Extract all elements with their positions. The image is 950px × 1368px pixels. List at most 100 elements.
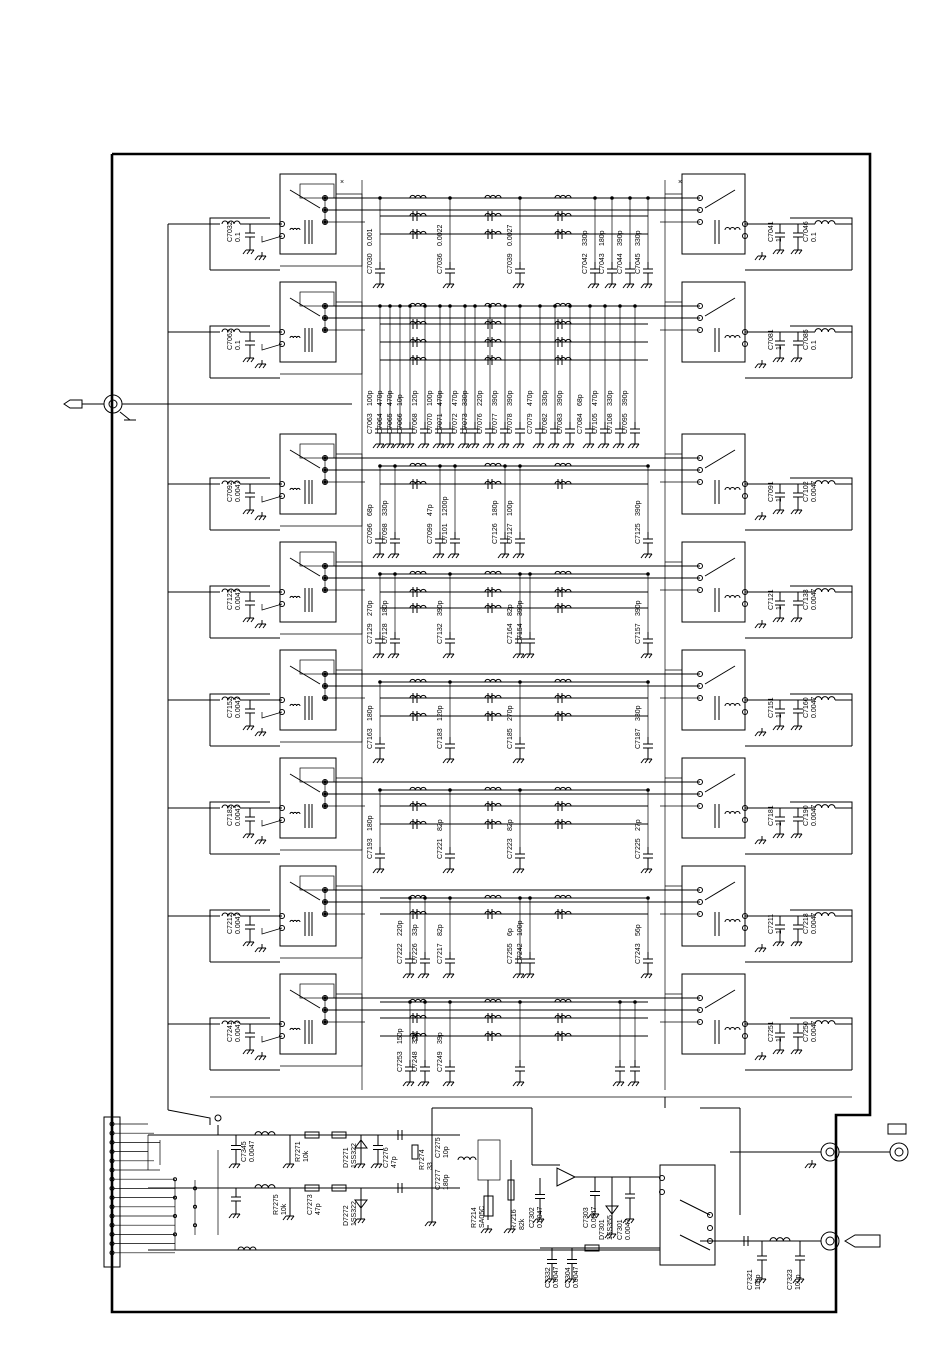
inductor-icon xyxy=(814,696,836,701)
stage-right-cap-value: 1 xyxy=(776,1038,783,1042)
right-relay-box xyxy=(681,433,746,515)
filter-section xyxy=(380,894,653,979)
svg-text:×: × xyxy=(678,179,682,186)
bottom-part-ref: C7302 xyxy=(529,1207,536,1228)
relay-stage xyxy=(168,541,853,639)
bottom-part-value: 0.0047 xyxy=(553,1266,560,1288)
filter-section xyxy=(372,570,653,659)
filter-section xyxy=(372,302,648,449)
filter-cap-value: 100p xyxy=(507,500,514,516)
inductor-icon xyxy=(484,894,502,899)
stage-left-cap-ref: C7182 xyxy=(227,805,234,826)
stage-left-cap-ref: C7062 xyxy=(227,329,234,350)
inductor-icon xyxy=(814,588,836,593)
filter-cap-ref: C7096 xyxy=(367,523,374,544)
stage-right-cap-value: 1 xyxy=(776,238,783,242)
filter-cap-value: 470p xyxy=(592,390,599,406)
stage-right-cap2-value: 0.1 xyxy=(811,232,818,242)
outer-frame xyxy=(110,152,872,1314)
transformer-icon xyxy=(457,1156,477,1161)
inductor-icon xyxy=(484,570,502,575)
filter-cap-ref: C7098 xyxy=(382,523,389,544)
stage-left-cap-value: 0.1 xyxy=(235,340,242,350)
bottom-part-ref: C7323 xyxy=(787,1269,794,1290)
filter-cap-ref: C7083 xyxy=(557,413,564,434)
inductor-icon xyxy=(409,302,427,307)
filter-cap-ref: C7193 xyxy=(367,838,374,859)
bottom-part-value: 10k xyxy=(281,1203,288,1215)
relay-stage xyxy=(168,281,853,379)
inductor-icon xyxy=(814,804,836,809)
relay-coil-icon xyxy=(289,703,301,707)
left-relay-box xyxy=(279,433,337,515)
bottom-part-value: 1SS322 xyxy=(351,1201,358,1226)
filter-cap-ref: C7066 xyxy=(397,413,404,434)
filter-cap-ref: C7030 xyxy=(367,253,374,274)
left-antenna-connector xyxy=(63,394,352,421)
filter-cap-value: 390p xyxy=(492,390,499,406)
filter-cap-ref: C7183 xyxy=(437,728,444,749)
stage-right-cap2-ref: C7085 xyxy=(803,329,810,350)
relay-coil-icon xyxy=(289,811,301,815)
stage-right-cap2-ref: C7102 xyxy=(803,481,810,502)
left-relay-box xyxy=(279,973,337,1055)
stage-left-cap-value: 0.0047 xyxy=(235,696,242,718)
filter-cap-value: 0.0022 xyxy=(437,224,444,246)
inductor-icon xyxy=(221,804,241,809)
bottom-part-ref: R7216 xyxy=(511,1209,518,1230)
filter-cap-value: 56p xyxy=(635,924,642,936)
bottom-part-value: 100p xyxy=(795,1274,802,1290)
bottom-part-ref: C7303 xyxy=(583,1207,590,1228)
filter-cap-value: 270p xyxy=(507,705,514,721)
filter-cap-value: 390p xyxy=(437,600,444,616)
filter-cap-value: 330p xyxy=(607,390,614,406)
filter-section xyxy=(372,678,653,764)
resistor-icon xyxy=(584,1244,600,1252)
inductor-icon xyxy=(484,786,502,791)
filter-cap-ref: C7105 xyxy=(592,413,599,434)
filter-cap-ref: C7129 xyxy=(367,623,374,644)
bottom-part-value: 33 xyxy=(427,1162,434,1170)
filter-cap-ref: C7249 xyxy=(437,1051,444,1072)
inductor-icon xyxy=(409,462,427,467)
inductor-icon xyxy=(484,194,502,199)
inductor-icon xyxy=(221,1020,241,1025)
filter-cap-ref: C7063 xyxy=(367,413,374,434)
inductor-icon xyxy=(221,328,241,333)
filter-section xyxy=(372,786,653,874)
filter-cap-ref: C7068 xyxy=(412,413,419,434)
bottom-part-ref: C7301 xyxy=(617,1219,624,1240)
test-point-icon xyxy=(214,1114,222,1122)
relay-stage xyxy=(168,433,853,531)
right-relay-box xyxy=(681,757,746,839)
stage-right-cap2-value: 0.0047 xyxy=(811,1020,818,1042)
relay-coil-icon xyxy=(289,227,301,231)
filter-cap-value: 180p xyxy=(367,705,374,721)
inductor-icon xyxy=(221,480,241,485)
filter-cap-ref: C7076 xyxy=(477,413,484,434)
filter-cap-value: 150p xyxy=(397,1028,404,1044)
stage-right-cap2-ref: C7160 xyxy=(803,697,810,718)
filter-cap-value: 390p xyxy=(517,600,524,616)
stage-right-cap-ref: C7251 xyxy=(768,1021,775,1042)
bottom-part-value: 100p xyxy=(755,1274,762,1290)
filter-cap-value: 82p xyxy=(507,819,514,831)
relay-coil-icon xyxy=(724,811,741,815)
bottom-part-value: 82k xyxy=(519,1218,526,1230)
filter-cap-ref: C7243 xyxy=(635,943,642,964)
bottom-part-ref: D7271 xyxy=(343,1147,350,1168)
filter-cap-ref: C7255 xyxy=(507,943,514,964)
bottom-part-value: 0.0047 xyxy=(591,1206,598,1228)
inductor-icon xyxy=(484,678,502,683)
stage-right-cap2-ref: C7250 xyxy=(803,1021,810,1042)
stage-right-cap-value: 1 xyxy=(776,930,783,934)
varistor-icon xyxy=(483,1195,494,1217)
filter-cap-ref: C7187 xyxy=(635,728,642,749)
left-feed-bus xyxy=(167,224,211,1125)
right-relay-box xyxy=(681,281,746,363)
right-relay-box xyxy=(681,973,746,1055)
filter-cap-value: 330p xyxy=(635,230,642,246)
left-relay-box xyxy=(279,281,337,363)
inductor-icon xyxy=(221,220,241,225)
filter-cap-ref: C7226 xyxy=(412,943,419,964)
